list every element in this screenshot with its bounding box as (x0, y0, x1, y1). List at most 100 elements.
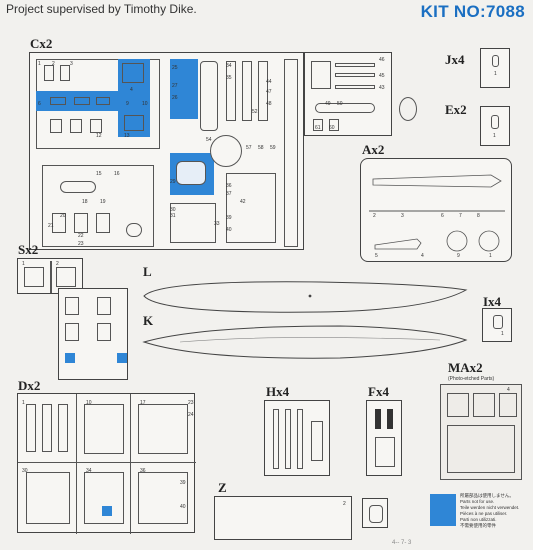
sprue-f (366, 400, 402, 476)
part (74, 97, 90, 105)
part (447, 393, 469, 417)
part-number: 4 (130, 87, 133, 93)
sprue-hub (210, 135, 242, 167)
part-number: 49 (325, 101, 331, 107)
part (50, 97, 66, 105)
part-number: 26 (172, 95, 178, 101)
sprue-label-f: Fx4 (368, 384, 389, 399)
part-number: 39 (226, 215, 232, 221)
part-number: 10 (142, 101, 148, 107)
part-number: 8 (477, 213, 480, 219)
part-number: 1 (501, 331, 504, 337)
sprue-label-d: Dx2 (18, 378, 41, 393)
part (335, 73, 375, 77)
part (84, 404, 124, 454)
sprue-c-panel-bottomleft (42, 165, 154, 247)
part (242, 61, 252, 121)
part-number: 4 (421, 253, 424, 259)
part (126, 223, 142, 237)
part-number: 7 (459, 213, 462, 219)
highlight-c-group4 (170, 59, 198, 119)
part-number: 13 (124, 133, 130, 139)
part-number: 1 (22, 400, 25, 406)
sprue-d: 1 10 17 23 24 30 34 36 39 40 (17, 393, 196, 534)
part (96, 213, 110, 233)
part (65, 323, 79, 341)
part (26, 404, 36, 452)
part-number: 2 (343, 501, 346, 507)
part (56, 267, 76, 287)
highlight-c-group3 (118, 91, 150, 137)
part-number: 43 (379, 85, 385, 91)
part (473, 393, 495, 417)
legend-color-swatch (430, 494, 456, 526)
part-number: 61 (315, 125, 321, 131)
sprue-a: 2 3 6 7 8 5 4 9 1 (360, 158, 512, 262)
part (258, 61, 268, 121)
part-number: 59 (270, 145, 276, 151)
part (97, 323, 111, 341)
highlight-d (102, 506, 112, 516)
sprue-label-z: Z (218, 480, 227, 495)
part (74, 213, 88, 233)
part-number: 3 (401, 213, 404, 219)
part (65, 297, 79, 315)
part-number: 54 (206, 137, 212, 143)
part-number: 24 (188, 412, 194, 418)
sprue-label-j: Jx4 (445, 52, 465, 67)
part (499, 393, 517, 417)
part-number: 48 (266, 101, 272, 107)
part (52, 213, 66, 233)
part (311, 421, 323, 461)
part-number: 4 (507, 387, 510, 393)
part-number: 1 (493, 133, 496, 139)
hull-k (142, 325, 468, 359)
part-number: 19 (100, 199, 106, 205)
part (176, 161, 206, 185)
part (335, 63, 375, 67)
part-number: 6 (441, 213, 444, 219)
part-number: 35 (226, 75, 232, 81)
sprue-i: 1 (482, 308, 512, 342)
part-number: 17 (140, 400, 146, 406)
part-number: 46 (379, 57, 385, 63)
runner (130, 394, 132, 534)
part-number: 3 (70, 61, 73, 67)
part (90, 119, 102, 133)
part (284, 59, 298, 247)
footer-text: 4-- 7- 3 (392, 540, 412, 546)
part-number: 18 (82, 199, 88, 205)
part (138, 404, 188, 454)
part-number: 21 (48, 223, 54, 229)
part-number: 2 (52, 61, 55, 67)
part-number: 12 (96, 133, 102, 139)
part-number: 9 (457, 253, 460, 259)
sprue-label-c: Cx2 (30, 36, 53, 51)
part-number: 31 (170, 213, 176, 219)
part-number: 30 (170, 207, 176, 213)
runner (50, 261, 52, 293)
part-number: 30 (22, 468, 28, 474)
part (50, 119, 62, 133)
sprue-c-right: 46 45 43 49 50 61 60 (304, 52, 417, 136)
sprue-h (264, 400, 330, 476)
part-number: 1 (38, 61, 41, 67)
part (84, 472, 124, 524)
part-number: 6 (38, 101, 41, 107)
part-number: 10 (86, 400, 92, 406)
part (329, 119, 339, 131)
sprue-c: 1 2 3 4 6 9 10 12 13 15 16 18 19 20 21 2… (29, 52, 304, 250)
sprue-z: 2 (214, 496, 352, 540)
hull-l (143, 281, 468, 313)
legend-line: Parti non utilizzati. (460, 517, 497, 522)
part-number: 23 (188, 400, 194, 406)
part-number: 1 (489, 253, 492, 259)
part (138, 472, 188, 524)
part-number: 1 (22, 261, 25, 267)
kit-number: KIT NO:7088 (420, 2, 525, 21)
sprue-small-bottom (362, 498, 388, 528)
part (285, 409, 291, 469)
sprue-e: 1 (480, 106, 510, 146)
sprue-label-h: Hx4 (266, 384, 290, 399)
sprue-s: 1 2 (17, 258, 83, 294)
